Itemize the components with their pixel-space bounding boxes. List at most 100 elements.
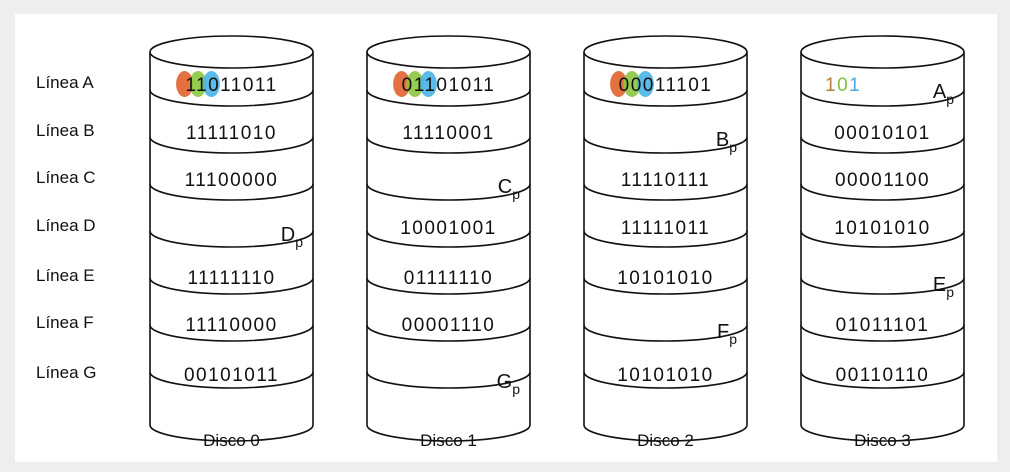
parity-block: Ep [933, 274, 954, 300]
parity-bit: 0 [837, 75, 849, 96]
bit-highlight [406, 71, 424, 97]
cell-data: 00101011 [184, 365, 279, 386]
disk-top [583, 35, 748, 69]
band-divider [800, 277, 965, 295]
row-label-f: Línea F [36, 313, 94, 332]
band-divider [800, 89, 965, 107]
bit-highlight [419, 71, 437, 97]
parity-subscript: p [512, 186, 520, 202]
band-divider [800, 324, 965, 342]
cell-data: 00110110 [836, 365, 930, 386]
band-divider [583, 277, 748, 295]
parity-subscript: p [946, 91, 954, 107]
parity-block: Ap [933, 81, 954, 107]
disk-top [800, 35, 965, 69]
band-divider [366, 183, 531, 201]
cell-data: 11111010 [186, 123, 277, 144]
disk-3: Ap101000101010000110010101010Ep010111010… [800, 35, 965, 450]
cell-data: 00001100 [835, 170, 930, 191]
parity-subscript: p [295, 234, 303, 250]
disk-label: Disco 3 [854, 431, 911, 450]
band-divider [583, 136, 748, 154]
parity-subscript: p [946, 284, 954, 300]
parity-letter: A [933, 81, 947, 103]
bit-highlight [176, 71, 194, 97]
parity-result-bits: 101 [825, 75, 861, 96]
cell-data: 10101010 [834, 218, 931, 239]
band-divider [149, 324, 314, 342]
row-label-b: Línea B [36, 121, 95, 140]
disk-label: Disco 0 [203, 431, 260, 450]
cell-data: 11110001 [402, 123, 494, 144]
bit-highlight [610, 71, 628, 97]
band-divider [366, 277, 531, 295]
cell-data: 11111011 [621, 218, 710, 239]
band-divider [149, 371, 314, 389]
band-divider [366, 324, 531, 342]
cell-data: 10101010 [617, 365, 714, 386]
disk-top [366, 35, 531, 69]
parity-block: Bp [716, 129, 737, 155]
band-divider [583, 183, 748, 201]
parity-block: Gp [497, 371, 521, 397]
parity-block: Fp [717, 321, 737, 347]
row-label-c: Línea C [36, 168, 96, 187]
cell-data: 01101011 [402, 75, 496, 96]
row-label-d: Línea D [36, 216, 96, 235]
band-divider [583, 324, 748, 342]
cell-data: 01111110 [404, 268, 493, 289]
disk-top [149, 35, 314, 69]
band-divider [149, 136, 314, 154]
band-divider [366, 136, 531, 154]
band-divider [800, 136, 965, 154]
parity-letter: C [498, 176, 512, 198]
bit-highlight [202, 71, 220, 97]
bit-highlight [636, 71, 654, 97]
raid-parity-diagram: Línea A Línea B Línea C Línea D Línea E Línea… [36, 35, 965, 450]
parity-letter: E [933, 274, 946, 296]
cell-data: 01011101 [836, 315, 930, 336]
cell-data: 11110111 [621, 170, 710, 191]
parity-subscript: p [729, 331, 737, 347]
parity-subscript: p [512, 381, 520, 397]
disk-1: 0110101111110001Cp1000100101111110000011… [366, 35, 531, 450]
band-divider [583, 230, 748, 248]
row-label-g: Línea G [36, 363, 97, 382]
band-divider [583, 371, 748, 389]
disk-label: Disco 1 [420, 431, 477, 450]
parity-subscript: p [729, 139, 737, 155]
cell-data: 00001110 [402, 315, 496, 336]
parity-letter: D [281, 224, 295, 246]
cell-data: 11111110 [187, 268, 275, 289]
cell-data: 10001001 [400, 218, 497, 239]
parity-letter: F [717, 321, 729, 343]
band-divider [149, 183, 314, 201]
parity-bit: 1 [825, 75, 837, 96]
band-divider [800, 371, 965, 389]
raid-diagram-panel: Línea A Línea B Línea C Línea D Línea E Línea… [15, 14, 997, 462]
cell-data: 11100000 [185, 170, 279, 191]
band-divider [149, 89, 314, 107]
band-divider [149, 277, 314, 295]
parity-bit: 1 [849, 75, 861, 96]
cell-data: 11110000 [185, 315, 277, 336]
band-divider [800, 183, 965, 201]
cell-data: 11011011 [185, 75, 277, 96]
parity-block: Dp [281, 224, 303, 250]
bit-highlight [623, 71, 641, 97]
band-divider [366, 89, 531, 107]
parity-letter: G [497, 371, 513, 393]
row-label-e: Línea E [36, 266, 95, 285]
band-divider [366, 371, 531, 389]
disk-2: 00011101Bp111101111111101110101010Fp1010… [583, 35, 748, 450]
band-divider [366, 230, 531, 248]
cell-data: 00011101 [619, 75, 713, 96]
cell-data: 10101010 [617, 268, 714, 289]
band-divider [800, 230, 965, 248]
cell-data: 00010101 [834, 123, 931, 144]
band-divider [149, 230, 314, 248]
bit-highlight [393, 71, 411, 97]
row-label-a: Línea A [36, 73, 94, 92]
parity-block: Cp [498, 176, 520, 202]
